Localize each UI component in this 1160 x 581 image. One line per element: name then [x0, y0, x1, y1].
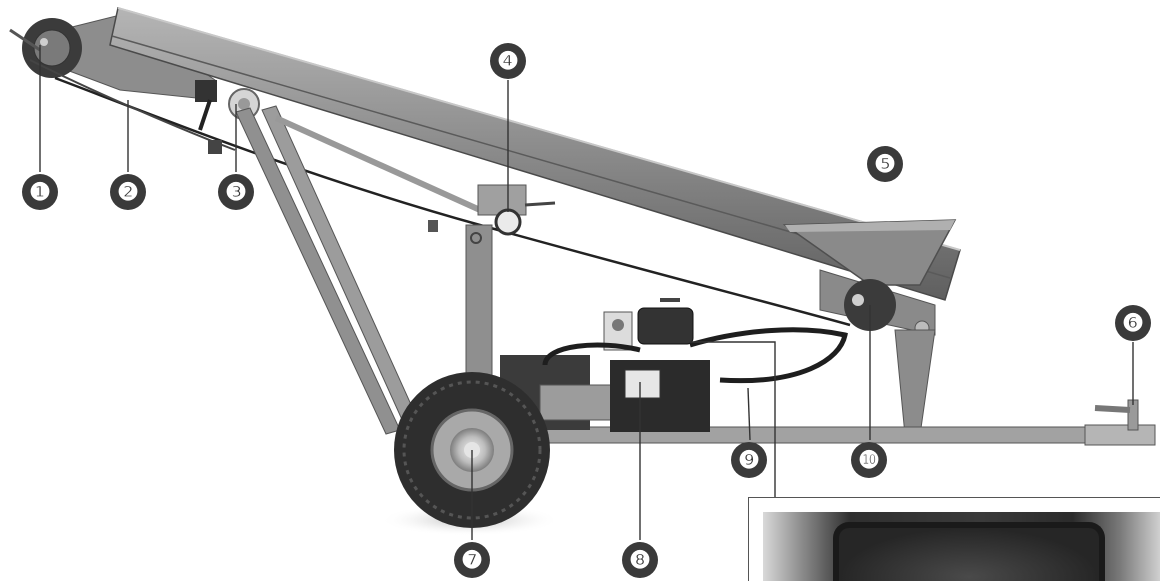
callout-6: ❻: [1115, 305, 1151, 341]
inset-detail-photo: [748, 497, 1160, 581]
leader-inset: [690, 341, 776, 497]
leader-9: [747, 387, 751, 441]
fuel-tank: [637, 307, 694, 345]
inset-photo-content: [763, 512, 1160, 581]
callout-10: ❿: [851, 442, 887, 478]
carriage-wheel: [494, 208, 522, 236]
inset-dark-panel: [833, 522, 1105, 581]
callout-4: ❹: [490, 43, 526, 79]
support-strut: [235, 107, 401, 435]
callout-5: ❺: [867, 146, 903, 182]
callout-3: ❸: [218, 174, 254, 210]
vertical-mast: [465, 224, 493, 376]
callout-2: ❷: [110, 174, 146, 210]
callout-8: ❽: [622, 542, 658, 578]
callout-7: ❼: [454, 542, 490, 578]
callout-9: ❾: [731, 442, 767, 478]
callout-1: ❶: [22, 174, 58, 210]
